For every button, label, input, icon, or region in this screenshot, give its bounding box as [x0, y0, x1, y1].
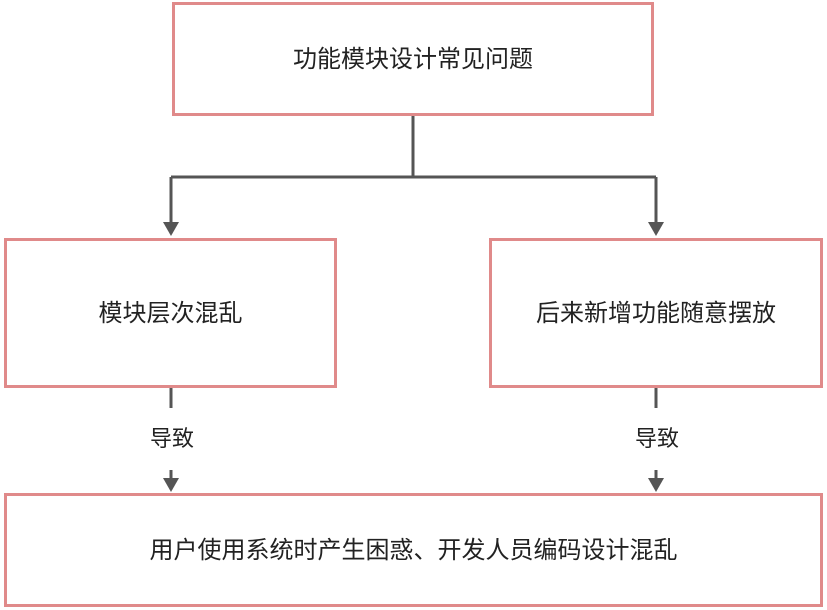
cause-node-module-hierarchy: 模块层次混乱: [4, 238, 337, 388]
cause-node-label: 后来新增功能随意摆放: [536, 299, 776, 327]
result-node-label: 用户使用系统时产生困惑、开发人员编码设计混乱: [149, 536, 678, 564]
arrowhead-left: [163, 222, 179, 236]
cause-node-new-features: 后来新增功能随意摆放: [489, 238, 823, 388]
arrowhead-result-left: [163, 478, 179, 492]
root-node-label: 功能模块设计常见问题: [293, 45, 533, 73]
edge-label-left: 导致: [149, 427, 195, 453]
root-node: 功能模块设计常见问题: [172, 2, 654, 116]
cause-node-label: 模块层次混乱: [98, 299, 243, 327]
arrowhead-right: [648, 222, 664, 236]
result-node: 用户使用系统时产生困惑、开发人员编码设计混乱: [4, 493, 823, 607]
edge-label-right: 导致: [634, 427, 680, 453]
arrowhead-result-right: [648, 478, 664, 492]
